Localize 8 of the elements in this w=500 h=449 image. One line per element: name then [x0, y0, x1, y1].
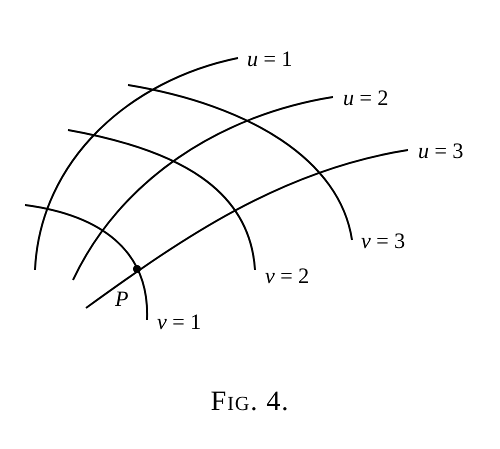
point-label: P	[115, 287, 128, 311]
figure-caption: Fig. 4.	[210, 386, 290, 418]
curve-label: v = 3	[361, 229, 406, 253]
curve-label: u = 1	[247, 47, 292, 71]
curve-label: v = 2	[265, 264, 310, 288]
curve-label: u = 2	[343, 86, 388, 110]
curve-label: v = 1	[157, 310, 202, 334]
curve-label: u = 3	[418, 139, 464, 163]
